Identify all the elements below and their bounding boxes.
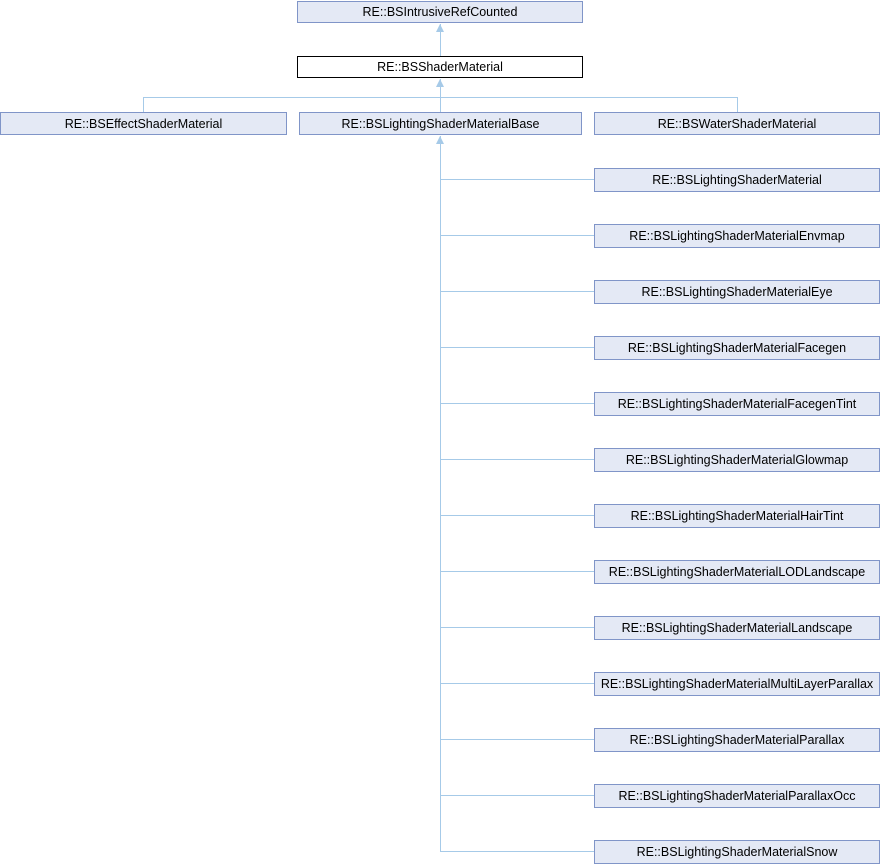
class-node-bslightingshadermateriallandscape[interactable]: RE::BSLightingShaderMaterialLandscape [594,616,880,640]
edge-root-to-current [440,24,441,56]
edge-drop-effect [143,98,144,112]
class-node-bslightingshadermaterial[interactable]: RE::BSLightingShaderMaterial [594,168,880,192]
edge-branch [441,235,594,236]
class-node-bseffectshadermaterial[interactable]: RE::BSEffectShaderMaterial [0,112,287,135]
class-node-bslightingshadermaterialsnow[interactable]: RE::BSLightingShaderMaterialSnow [594,840,880,864]
arrow-up-icon [436,24,444,32]
class-node-bslightingshadermateriallodlandscape[interactable]: RE::BSLightingShaderMaterialLODLandscape [594,560,880,584]
edge-branch [441,795,594,796]
edge-branch [441,851,594,852]
edge-base-trunk [440,136,441,852]
class-node-bslightingshadermaterialparallax[interactable]: RE::BSLightingShaderMaterialParallax [594,728,880,752]
class-node-bslightingshadermaterialparallaxocc[interactable]: RE::BSLightingShaderMaterialParallaxOcc [594,784,880,808]
class-node-bslightingshadermaterialmultilayerparallax[interactable]: RE::BSLightingShaderMaterialMultiLayerPa… [594,672,880,696]
edge-branch [441,179,594,180]
class-node-bslightingshadermaterialglowmap[interactable]: RE::BSLightingShaderMaterialGlowmap [594,448,880,472]
edge-branch [441,739,594,740]
edge-branch [441,515,594,516]
arrow-up-icon [436,79,444,87]
class-node-bslightingshadermaterialfacegentint[interactable]: RE::BSLightingShaderMaterialFacegenTint [594,392,880,416]
edge-branch [441,683,594,684]
edge-branch [441,627,594,628]
edge-branch [441,459,594,460]
edge-drop-water [737,98,738,112]
class-node-bsintrusiverefcounted[interactable]: RE::BSIntrusiveRefCounted [297,1,583,23]
arrow-up-icon [436,136,444,144]
edge-branch [441,403,594,404]
edge-branch [441,347,594,348]
class-node-bslightingshadermaterialhairtint[interactable]: RE::BSLightingShaderMaterialHairTint [594,504,880,528]
class-node-bswatershadermaterial[interactable]: RE::BSWaterShaderMaterial [594,112,880,135]
edge-derived-rail [143,97,738,98]
class-node-bslightingshadermaterialbase[interactable]: RE::BSLightingShaderMaterialBase [299,112,582,135]
edge-branch [441,291,594,292]
class-node-bslightingshadermaterialeye[interactable]: RE::BSLightingShaderMaterialEye [594,280,880,304]
edge-current-trunk [440,79,441,112]
class-node-bslightingshadermaterialenvmap[interactable]: RE::BSLightingShaderMaterialEnvmap [594,224,880,248]
class-node-bsshadermaterial-current: RE::BSShaderMaterial [297,56,583,78]
class-node-bslightingshadermaterialfacegen[interactable]: RE::BSLightingShaderMaterialFacegen [594,336,880,360]
edge-branch [441,571,594,572]
